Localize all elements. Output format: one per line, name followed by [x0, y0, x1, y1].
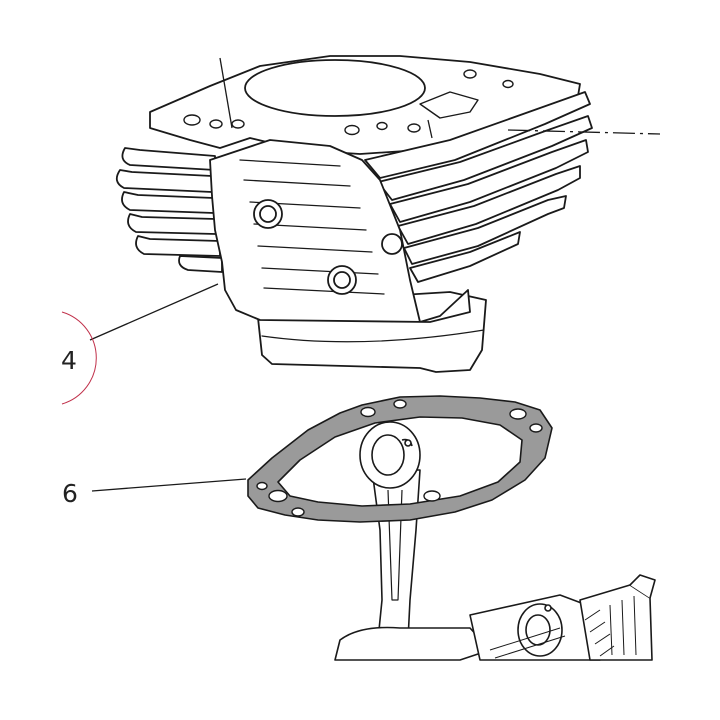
leader-lines — [89, 283, 247, 492]
cylinder-bore — [244, 59, 426, 117]
leader-line-4 — [89, 283, 219, 341]
connecting-rod — [359, 421, 421, 641]
cylinder-base-gasket — [247, 395, 553, 523]
cylinder-front-face — [209, 139, 471, 323]
cylinder-bosses — [253, 199, 403, 295]
leader-line-6 — [91, 478, 247, 492]
callout-label-4: 4 — [61, 346, 77, 375]
callout-4-highlight — [61, 311, 97, 405]
cylinder — [115, 55, 593, 373]
construction-lines — [219, 57, 661, 139]
callout-label-6: 6 — [62, 479, 78, 508]
cooling-fins-right — [364, 91, 593, 283]
cooling-fins-left — [115, 147, 223, 273]
crankshaft — [334, 574, 656, 661]
